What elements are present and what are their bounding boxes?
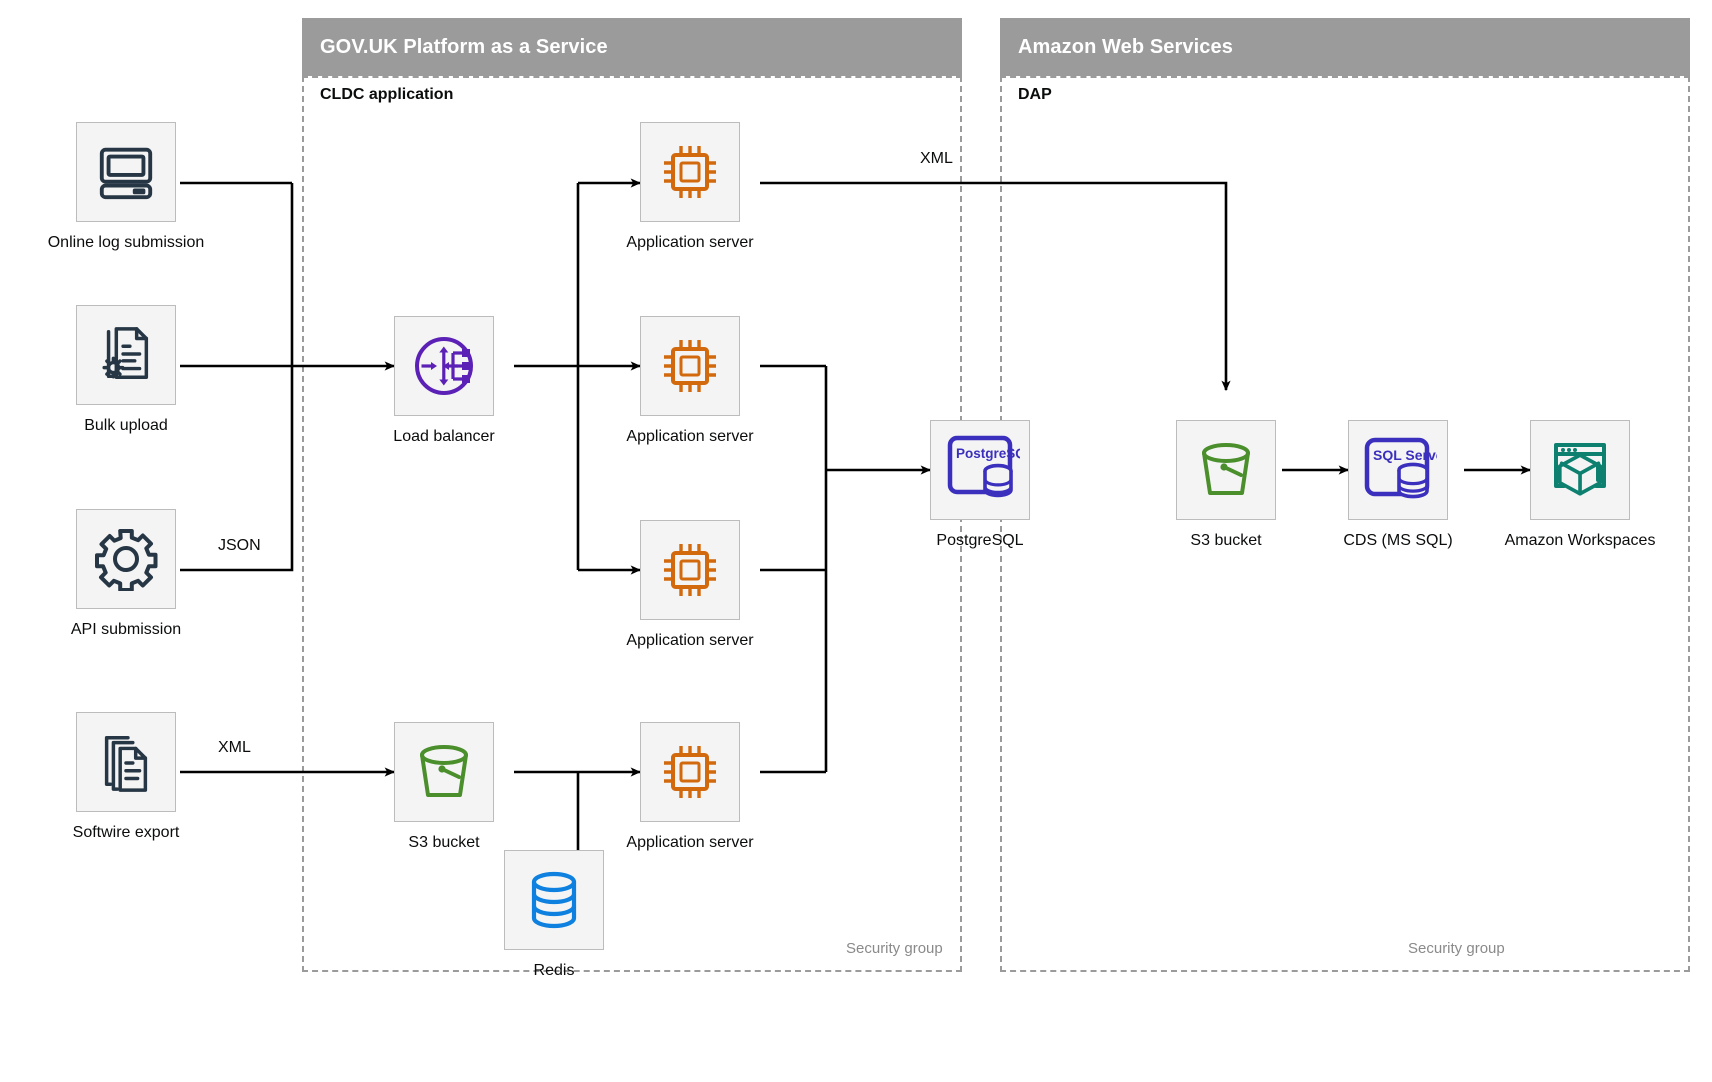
icon-box: [1530, 420, 1630, 520]
document-gear-icon: [102, 327, 149, 380]
icon-box: PostgreSQL: [930, 420, 1030, 520]
node-label: Application server: [626, 834, 754, 851]
node-label: Load balancer: [393, 428, 495, 445]
cpu-chip-icon: [664, 544, 716, 596]
group-title-paas: GOV.UK Platform as a Service: [320, 35, 608, 58]
node-application-server-4[interactable]: Application server: [626, 722, 754, 851]
icon-box: [504, 850, 604, 950]
sql-server-icon-text: SQL Server: [1373, 447, 1437, 463]
node-api-submission[interactable]: API submission: [71, 509, 181, 638]
node-s3-bucket-aws[interactable]: S3 bucket: [1176, 420, 1276, 549]
icon-box: [394, 316, 494, 416]
node-bulk-upload[interactable]: Bulk upload: [76, 305, 176, 434]
load-balancer-icon: [415, 337, 473, 395]
node-label: S3 bucket: [408, 834, 480, 851]
security-group-paas: [302, 76, 962, 972]
node-label: Softwire export: [72, 824, 180, 841]
icon-box: [640, 722, 740, 822]
node-application-server-2[interactable]: Application server: [626, 316, 754, 445]
s3-bucket-icon: [1202, 443, 1250, 495]
node-s3-bucket-paas[interactable]: S3 bucket: [394, 722, 494, 851]
sql-server-icon: SQL Server: [1364, 437, 1437, 499]
node-label: S3 bucket: [1190, 532, 1262, 549]
edge-label-xml-dap: XML: [920, 150, 953, 167]
security-group-label-paas: Security group: [846, 940, 943, 957]
edge-label-json: JSON: [218, 537, 261, 554]
postgresql-icon-text: PostgreSQL: [956, 446, 1020, 461]
node-label: Redis: [533, 962, 575, 979]
node-label: Bulk upload: [84, 417, 168, 434]
group-header-aws: Amazon Web Services: [1000, 18, 1690, 76]
icon-box: SQL Server: [1348, 420, 1448, 520]
node-label: Online log submission: [47, 234, 205, 251]
cpu-chip-icon: [664, 340, 716, 392]
group-title-aws: Amazon Web Services: [1018, 35, 1233, 58]
icon-box: [76, 509, 176, 609]
icon-box: [394, 722, 494, 822]
node-label: CDS (MS SQL): [1343, 532, 1453, 549]
node-online-log-submission[interactable]: Online log submission: [48, 122, 204, 251]
redis-database-icon: [531, 871, 577, 929]
icon-box: [640, 122, 740, 222]
node-label: Application server: [626, 428, 754, 445]
node-postgresql[interactable]: PostgreSQL PostgreSQL: [930, 420, 1030, 549]
node-label: PostgreSQL: [936, 532, 1024, 549]
security-group-label-aws: Security group: [1408, 940, 1505, 957]
icon-box: [76, 712, 176, 812]
cpu-chip-icon: [664, 746, 716, 798]
node-label: Application server: [626, 234, 754, 251]
stacked-documents-icon: [104, 736, 148, 792]
node-amazon-workspaces[interactable]: Amazon Workspaces: [1505, 420, 1655, 549]
amazon-workspaces-icon: [1554, 443, 1606, 496]
node-redis[interactable]: Redis: [504, 850, 604, 979]
desktop-computer-icon: [99, 147, 153, 200]
icon-box: [76, 122, 176, 222]
gear-icon: [95, 529, 158, 591]
icon-box: [640, 316, 740, 416]
icon-box: [1176, 420, 1276, 520]
node-label: Application server: [626, 632, 754, 649]
edge-label-xml-softwire: XML: [218, 739, 251, 756]
node-load-balancer[interactable]: Load balancer: [393, 316, 495, 445]
security-group-aws: [1000, 76, 1690, 972]
subgroup-label-dap: DAP: [1018, 86, 1052, 103]
node-application-server-3[interactable]: Application server: [626, 520, 754, 649]
icon-box: [640, 520, 740, 620]
node-label: Amazon Workspaces: [1504, 532, 1656, 549]
cpu-chip-icon: [664, 146, 716, 198]
s3-bucket-icon: [420, 745, 468, 797]
node-cds-ms-sql[interactable]: SQL Server CDS (MS SQL): [1343, 420, 1453, 549]
group-header-paas: GOV.UK Platform as a Service: [302, 18, 962, 76]
node-softwire-export[interactable]: Softwire export: [73, 712, 179, 841]
node-application-server-1[interactable]: Application server: [626, 122, 754, 251]
node-label: API submission: [70, 621, 182, 638]
postgresql-icon: PostgreSQL: [947, 435, 1020, 498]
icon-box: [76, 305, 176, 405]
subgroup-label-cldc: CLDC application: [320, 86, 454, 103]
